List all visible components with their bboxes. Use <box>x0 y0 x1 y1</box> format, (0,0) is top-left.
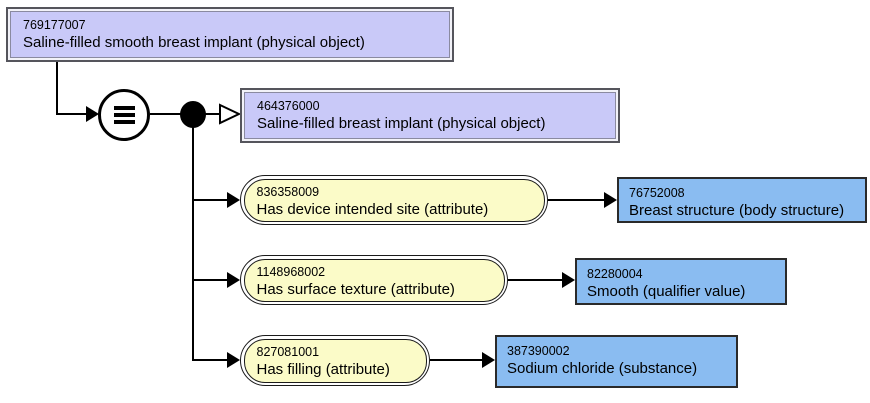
concept-term: Saline-filled smooth breast implant (phy… <box>23 34 365 51</box>
value-concept-node[interactable]: 387390002 Sodium chloride (substance) <box>495 335 738 388</box>
connector-line <box>192 279 228 281</box>
arrowhead-icon <box>227 352 240 368</box>
value-term: Breast structure (body structure) <box>629 202 845 219</box>
value-term: Sodium chloride (substance) <box>507 360 698 377</box>
value-id: 82280004 <box>587 267 643 281</box>
connector-line <box>205 113 221 115</box>
arrowhead-icon <box>562 272 575 288</box>
value-term: Smooth (qualifier value) <box>587 283 746 300</box>
value-concept-node[interactable]: 76752008 Breast structure (body structur… <box>617 177 867 223</box>
focus-concept-body: 769177007 Saline-filled smooth breast im… <box>10 11 450 58</box>
attribute-node[interactable]: 827081001 Has filling (attribute) <box>240 335 430 386</box>
arrowhead-icon <box>604 192 617 208</box>
equivalent-bar <box>113 113 135 117</box>
equivalent-to-icon <box>98 89 150 141</box>
value-id: 387390002 <box>507 344 570 358</box>
arrowhead-icon <box>227 192 240 208</box>
connector-line <box>192 127 194 361</box>
attribute-id: 836358009 <box>256 184 320 199</box>
connector-line <box>548 199 606 201</box>
attribute-body: 836358009 Has device intended site (attr… <box>243 178 545 222</box>
arrowhead-icon <box>227 272 240 288</box>
connector-line <box>192 199 228 201</box>
value-id: 76752008 <box>629 186 685 200</box>
attribute-node[interactable]: 836358009 Has device intended site (attr… <box>240 175 548 225</box>
value-concept-node[interactable]: 82280004 Smooth (qualifier value) <box>575 258 787 305</box>
arrowhead-icon <box>86 106 99 122</box>
attribute-term: Has surface texture (attribute) <box>256 280 455 298</box>
connector-line <box>192 359 228 361</box>
equivalent-bar <box>113 120 135 124</box>
attribute-body: 1148968002 Has surface texture (attribut… <box>243 258 505 302</box>
parent-concept-body: 464376000 Saline-filled breast implant (… <box>244 92 616 139</box>
connector-line <box>430 359 484 361</box>
attribute-body: 827081001 Has filling (attribute) <box>243 338 427 383</box>
concept-id: 464376000 <box>257 99 320 113</box>
concept-term: Saline-filled breast implant (physical o… <box>257 115 546 132</box>
concept-id: 769177007 <box>23 18 86 32</box>
attribute-node[interactable]: 1148968002 Has surface texture (attribut… <box>240 255 508 305</box>
attribute-id: 827081001 <box>256 344 320 359</box>
connector-line <box>508 279 564 281</box>
attribute-term: Has filling (attribute) <box>256 360 390 378</box>
connector-line <box>56 62 58 114</box>
equivalent-bar <box>113 106 135 110</box>
focus-concept-node[interactable]: 769177007 Saline-filled smooth breast im… <box>6 7 454 62</box>
connector-line <box>150 113 182 115</box>
attribute-term: Has device intended site (attribute) <box>256 200 489 218</box>
connector-line <box>56 113 89 115</box>
conjunction-dot-icon <box>180 101 206 128</box>
attribute-id: 1148968002 <box>256 264 326 279</box>
parent-concept-node[interactable]: 464376000 Saline-filled breast implant (… <box>240 88 620 143</box>
is-a-arrowhead-icon <box>219 103 241 125</box>
arrowhead-icon <box>482 352 495 368</box>
